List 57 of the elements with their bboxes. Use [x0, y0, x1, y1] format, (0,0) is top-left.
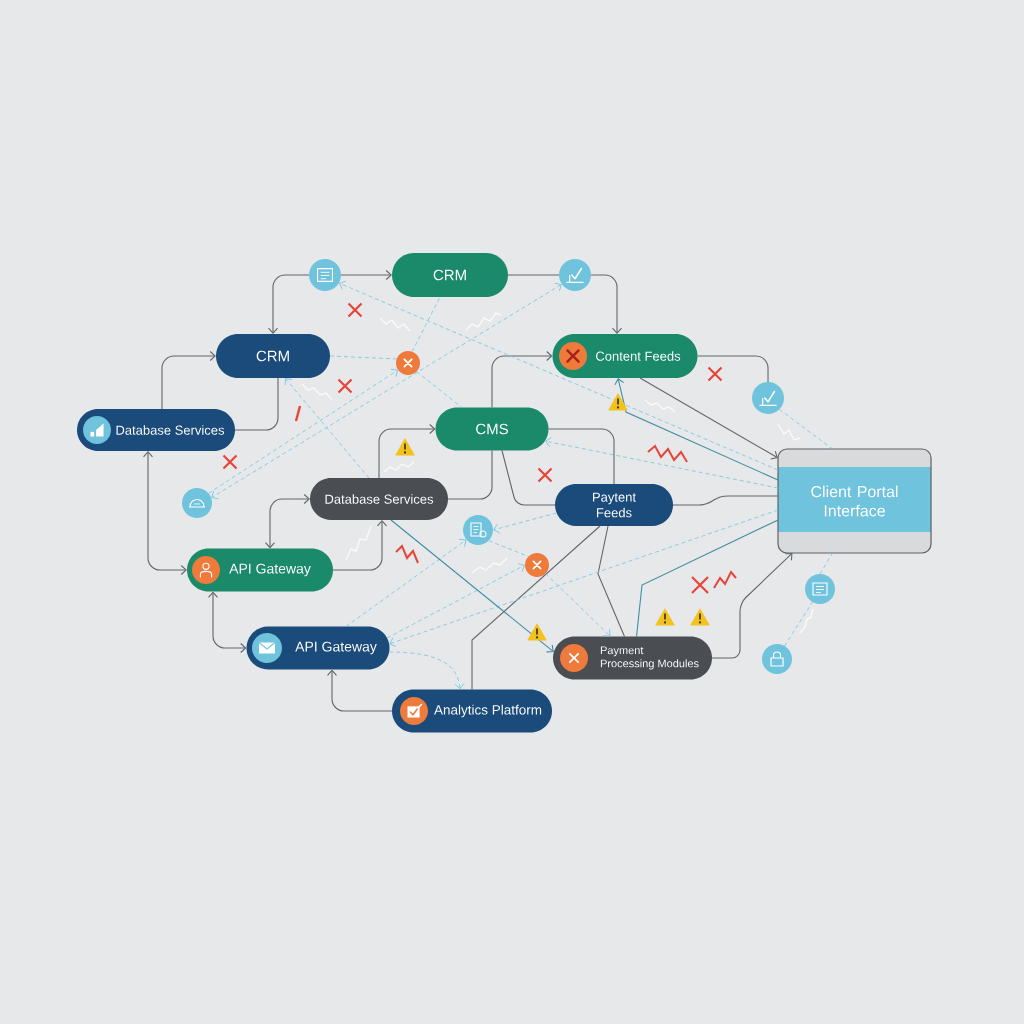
document-icon [805, 574, 835, 604]
document-icon [463, 515, 493, 545]
dashed-arrow [389, 509, 779, 647]
arrow [340, 269, 392, 281]
connector-line [471, 525, 601, 691]
cross-icon [525, 553, 549, 577]
connector-line [597, 525, 626, 638]
lock-icon [762, 644, 792, 674]
arrow [390, 519, 554, 653]
dashed-arrow [386, 563, 525, 639]
process-box: Paytent Feeds [555, 484, 673, 526]
connector-line [635, 519, 779, 638]
arrow [711, 553, 793, 659]
arrow [332, 520, 388, 571]
connector-line [547, 428, 615, 485]
process-box: CRM [392, 253, 508, 297]
dashed-line [819, 552, 833, 575]
connector-line [507, 274, 560, 276]
connector-line [234, 377, 279, 431]
arrow [639, 377, 778, 460]
dashed-arrow [388, 651, 465, 690]
check-icon [559, 259, 591, 291]
connector-line [696, 355, 769, 383]
dashed-arrow [339, 280, 779, 471]
connector-line [447, 449, 493, 500]
dashed-line [329, 355, 398, 360]
document-icon [309, 259, 341, 291]
dashed-line [488, 540, 529, 557]
dashed-arrow [284, 378, 370, 479]
dashed-line [411, 296, 441, 353]
dashed-line [778, 408, 833, 450]
process-box: CRM [216, 334, 330, 378]
dashed-line [784, 601, 813, 647]
process-box: Client Portal Interface [777, 448, 932, 554]
dashed-arrow [545, 573, 611, 637]
cross-icon [396, 351, 420, 375]
arrow [267, 274, 310, 334]
arrow [142, 451, 187, 576]
arrow [207, 591, 247, 654]
dashed-arrow [493, 512, 558, 534]
dashed-arrow [208, 368, 399, 494]
arrow [378, 423, 436, 479]
dome-icon [182, 488, 212, 518]
arrow [491, 350, 553, 409]
arrow [590, 274, 623, 334]
arrow [614, 378, 779, 481]
dashed-arrow [545, 437, 779, 489]
arrow [161, 350, 216, 410]
dashed-arrow [345, 538, 467, 627]
process-box: Database Services [310, 478, 448, 520]
check-icon [752, 382, 784, 414]
connector-line [672, 495, 779, 506]
connector-line [501, 449, 556, 506]
dashed-line [416, 371, 463, 408]
arrow [264, 493, 310, 549]
dashed-arrow [211, 282, 562, 500]
arrow [326, 669, 393, 712]
